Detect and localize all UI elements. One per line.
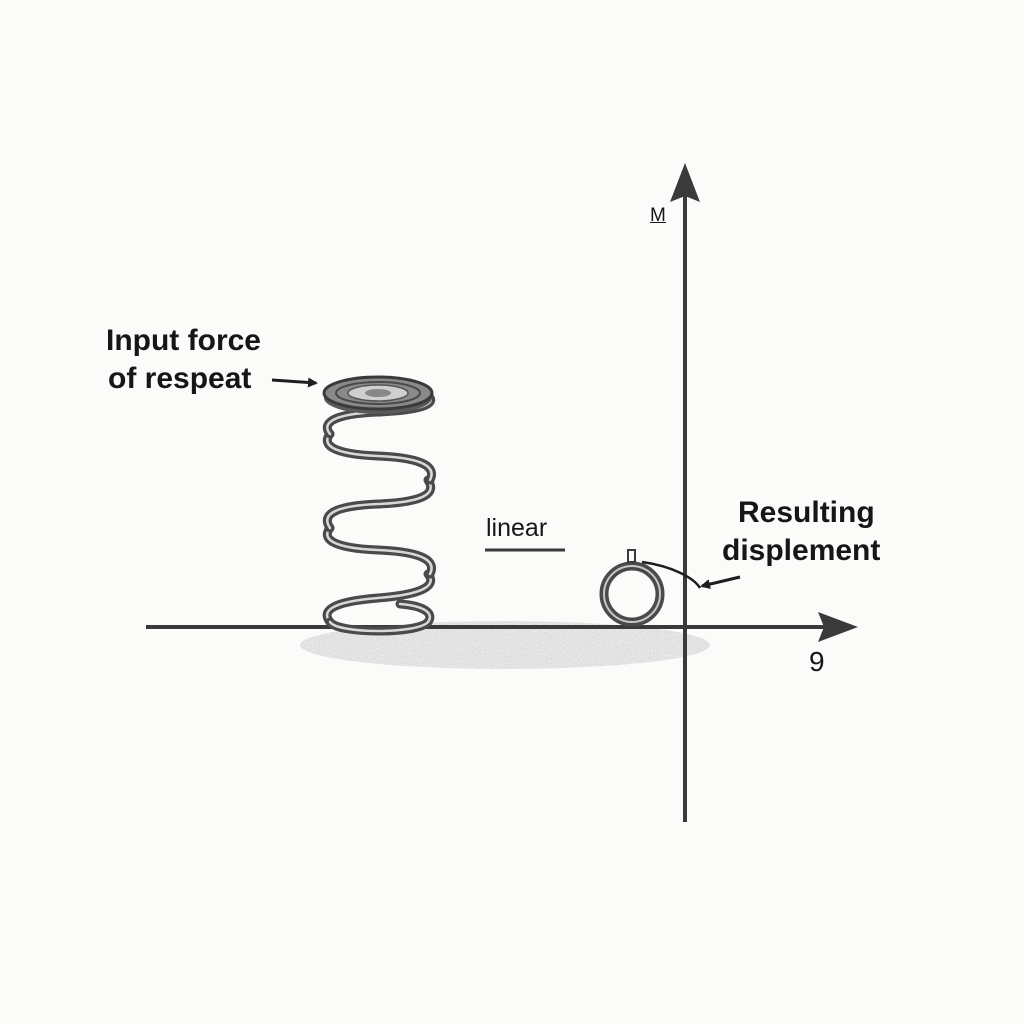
- coil-spring: [322, 375, 436, 636]
- x-axis-label: 9: [809, 646, 825, 677]
- y-axis-label: M: [650, 205, 666, 226]
- input-force-arrow: [271, 377, 318, 388]
- resulting-displacement-label-line1: Resulting: [738, 496, 875, 529]
- spring-top-cap: [322, 375, 434, 414]
- displacement-arrow: [641, 560, 741, 590]
- resulting-displacement-label-line2: displement: [722, 534, 881, 567]
- y-axis: [670, 163, 700, 822]
- input-force-label-line2: of respeat: [108, 362, 252, 395]
- linear-label: linear: [486, 514, 548, 542]
- input-force-label-line1: Input force: [106, 324, 261, 357]
- displacement-ring: [599, 549, 665, 627]
- x-axis: [146, 612, 858, 642]
- spring-coils: [322, 391, 436, 636]
